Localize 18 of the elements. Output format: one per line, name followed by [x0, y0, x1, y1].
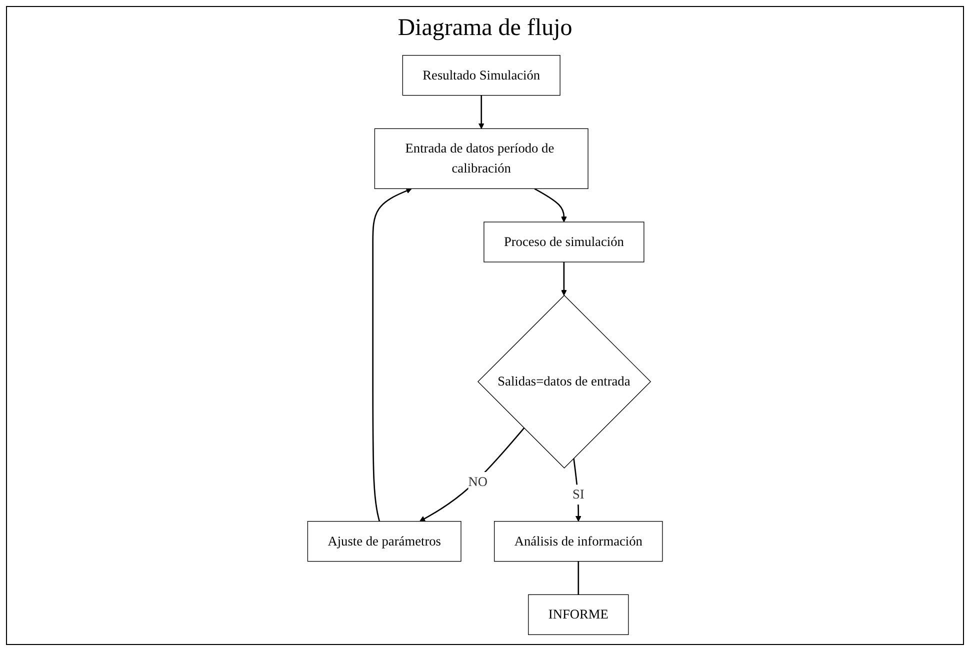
arrow [534, 188, 567, 222]
node-box [402, 55, 560, 96]
diagram-frame: Diagrama de flujo NO SI Resultado Simulación Entrada de datos período de calibración Proceso de simulación Salidas=datos de entrada Ajuste de parámetros Análisis de información INFORME [6, 6, 964, 645]
edge-label: SI [572, 487, 584, 502]
arrow [560, 262, 567, 296]
arrow [419, 428, 524, 522]
edge-label: NO [468, 474, 488, 490]
node-box [528, 594, 629, 635]
arrow [372, 188, 412, 522]
node-box [307, 521, 462, 562]
arrow [478, 95, 484, 129]
node-diamond [477, 294, 651, 468]
arrow [572, 458, 582, 522]
node-box [494, 521, 663, 562]
connector [578, 561, 579, 595]
diagram-title: Diagrama de flujo [398, 15, 572, 42]
node-box [484, 222, 644, 262]
node-box [374, 128, 588, 189]
